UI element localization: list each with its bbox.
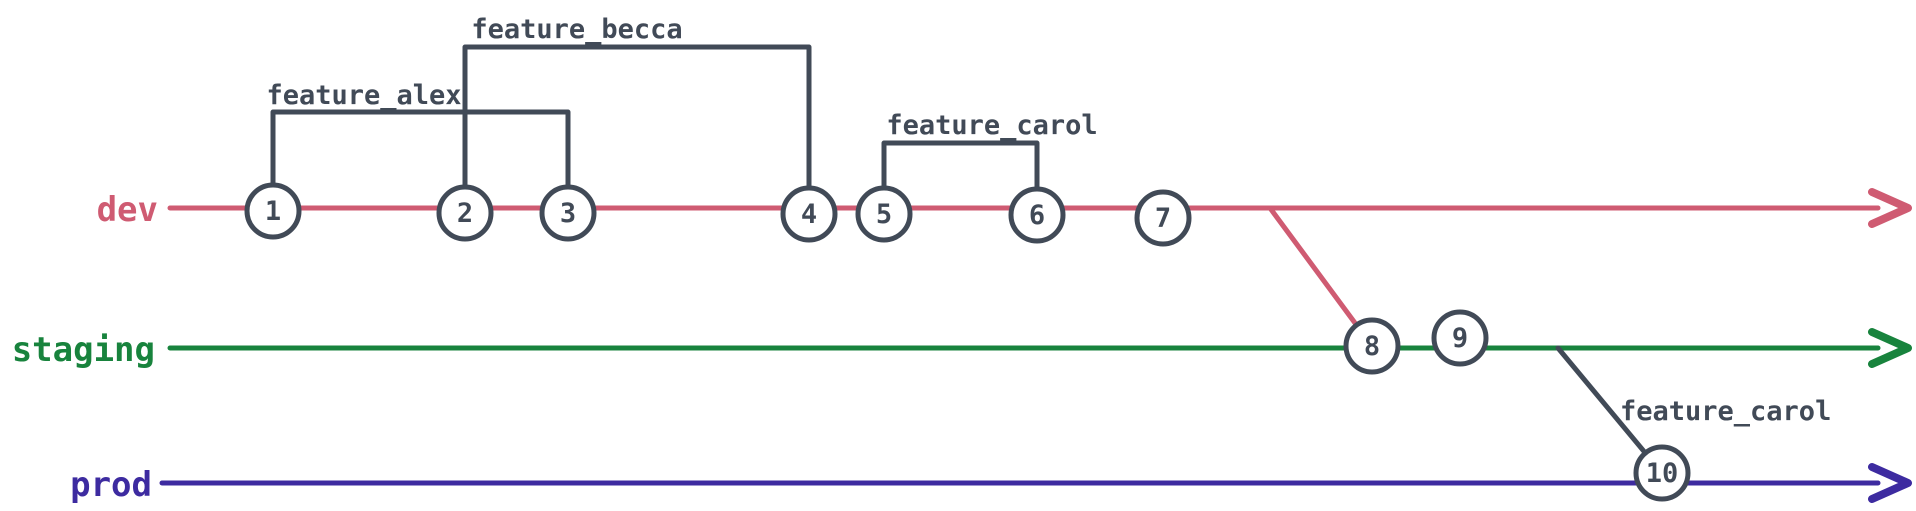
branch-label-dev: dev [97, 190, 158, 230]
commit-node-2 [436, 184, 494, 242]
feature-label-feature_alex-0: feature_alex [266, 80, 461, 111]
commit-number-4: 4 [801, 199, 817, 230]
feature-bracket-feature_carol-2 [881, 140, 1040, 218]
commit-node-3 [539, 184, 597, 242]
branch-label-prod: prod [70, 465, 152, 505]
commit-node-4 [780, 185, 838, 243]
commit-number-8: 8 [1364, 331, 1380, 362]
commit-number-10: 10 [1646, 458, 1679, 489]
commit-node-1 [244, 182, 302, 240]
merge-line-dev-to-staging [1267, 205, 1375, 349]
feature-label-feature_carol-2: feature_carol [886, 110, 1097, 141]
commit-node-8 [1343, 317, 1401, 375]
commit-number-1: 1 [265, 196, 281, 227]
commit-number-3: 3 [560, 198, 576, 229]
commit-node-5 [855, 185, 913, 243]
feature-label-feature_becca-1: feature_becca [471, 14, 682, 45]
merge-label-staging-to-prod: feature_carol [1620, 396, 1831, 427]
branch-arrow-dev [1868, 188, 1912, 228]
branch-arrow-prod [1868, 463, 1912, 503]
commit-node-6 [1008, 186, 1066, 244]
feature-bracket-feature_becca-1 [462, 44, 812, 217]
commit-node-9 [1431, 309, 1489, 367]
branch-arrow-staging [1868, 328, 1912, 368]
commit-node-10 [1633, 444, 1691, 502]
commit-node-7 [1134, 189, 1192, 247]
commit-number-7: 7 [1155, 203, 1171, 234]
commit-number-9: 9 [1452, 323, 1468, 354]
branch-label-staging: staging [12, 330, 155, 370]
feature-bracket-feature_alex-0 [270, 109, 571, 216]
commit-number-5: 5 [876, 199, 892, 230]
commit-number-6: 6 [1029, 200, 1045, 231]
commit-number-2: 2 [457, 198, 473, 229]
